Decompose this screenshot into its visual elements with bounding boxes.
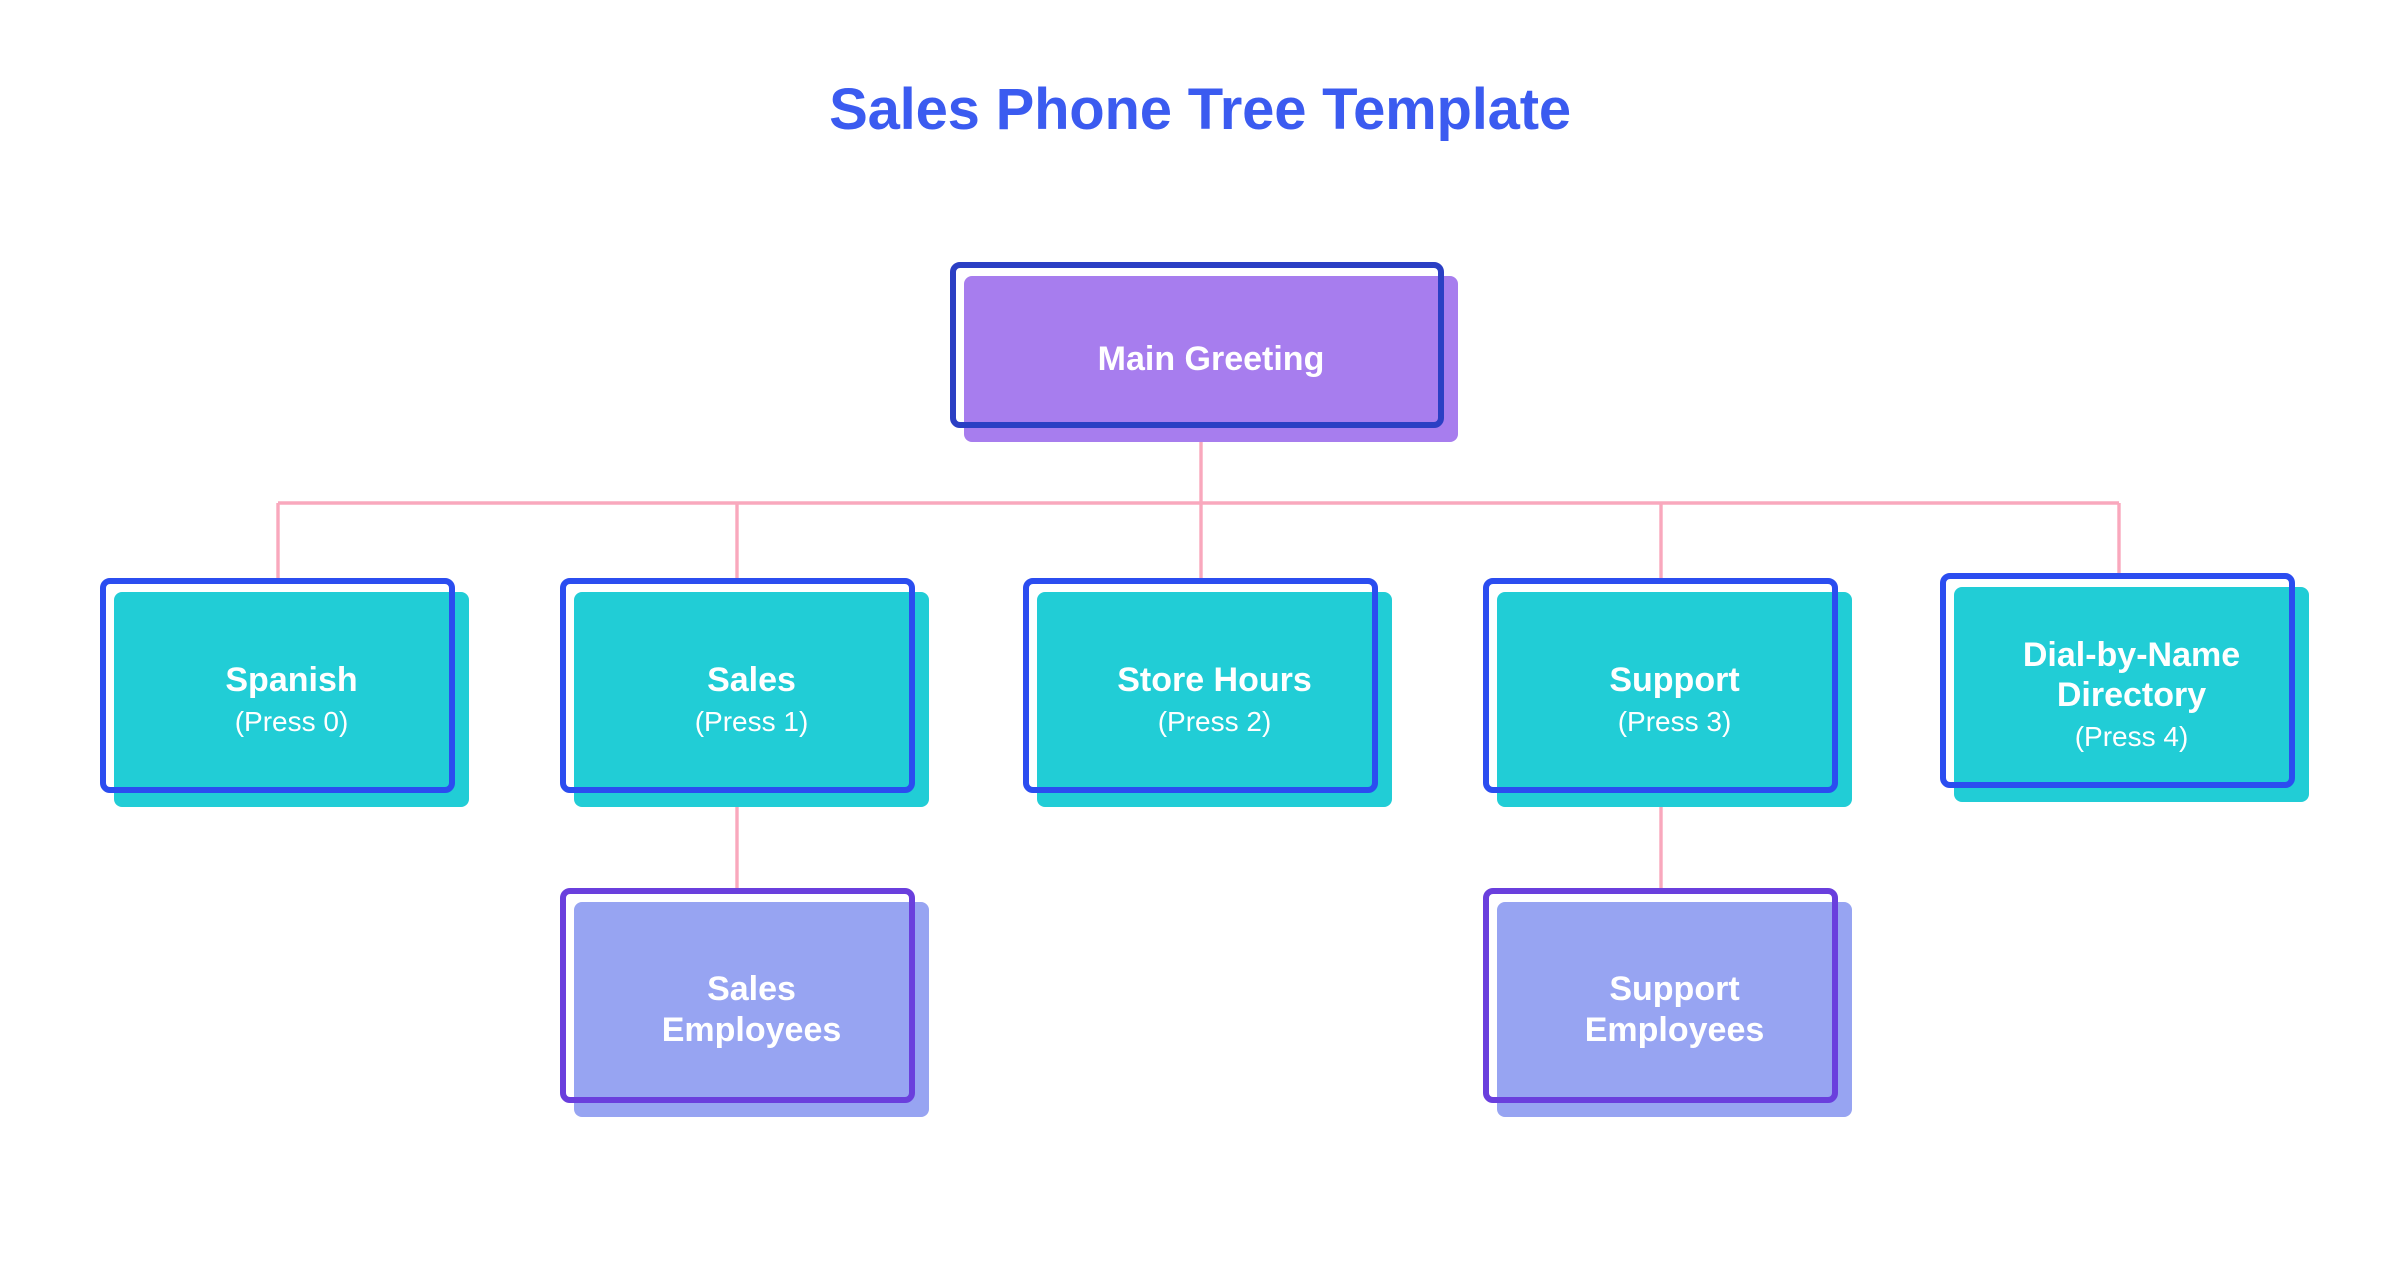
node-label: Sales (Press 1) [574, 592, 929, 807]
node-frame [560, 578, 915, 793]
node-press: (Press 3) [1617, 706, 1732, 738]
node-title: Support [1609, 660, 1740, 699]
node-store-hours[interactable]: Store Hours (Press 2) [1023, 578, 1392, 807]
node-support[interactable]: Support (Press 3) [1483, 578, 1852, 807]
node-fill [114, 592, 469, 807]
node-press: (Press 2) [1157, 706, 1272, 738]
node-support-employees[interactable]: Support Employees [1483, 888, 1852, 1117]
node-fill [574, 902, 929, 1117]
node-title: Spanish [225, 660, 358, 699]
node-label: Support (Press 3) [1497, 592, 1852, 807]
node-press: (Press 4) [2074, 721, 2189, 753]
node-fill [1954, 587, 2309, 802]
node-label: Support Employees [1497, 902, 1852, 1117]
node-title: Dial-by-Name Directory [2022, 635, 2241, 714]
node-frame [1023, 578, 1378, 793]
node-press: (Press 1) [694, 706, 809, 738]
node-frame [1483, 578, 1838, 793]
node-sales[interactable]: Sales (Press 1) [560, 578, 929, 807]
node-label: Dial-by-Name Directory (Press 4) [1954, 587, 2309, 802]
node-label: Sales Employees [574, 902, 929, 1117]
node-label: Store Hours (Press 2) [1037, 592, 1392, 807]
node-title: Sales [707, 660, 796, 699]
node-frame [950, 262, 1444, 428]
node-title: Store Hours [1117, 660, 1312, 699]
node-title: Support Employees [1584, 970, 1765, 1049]
node-frame [1483, 888, 1838, 1103]
node-fill [964, 276, 1458, 442]
node-press: (Press 0) [234, 706, 349, 738]
node-frame [1940, 573, 2295, 788]
node-spanish[interactable]: Spanish (Press 0) [100, 578, 469, 807]
node-label: Spanish (Press 0) [114, 592, 469, 807]
node-fill [574, 592, 929, 807]
node-main-greeting[interactable]: Main Greeting [950, 262, 1458, 442]
node-sales-employees[interactable]: Sales Employees [560, 888, 929, 1117]
node-frame [100, 578, 455, 793]
node-dial-by-name-directory[interactable]: Dial-by-Name Directory (Press 4) [1940, 573, 2309, 802]
node-title: Sales Employees [661, 970, 842, 1049]
node-frame [560, 888, 915, 1103]
node-fill [1497, 902, 1852, 1117]
node-label: Main Greeting [964, 276, 1458, 442]
page-title: Sales Phone Tree Template [829, 77, 1571, 142]
node-fill [1497, 592, 1852, 807]
node-title: Main Greeting [1097, 339, 1325, 378]
node-fill [1037, 592, 1392, 807]
